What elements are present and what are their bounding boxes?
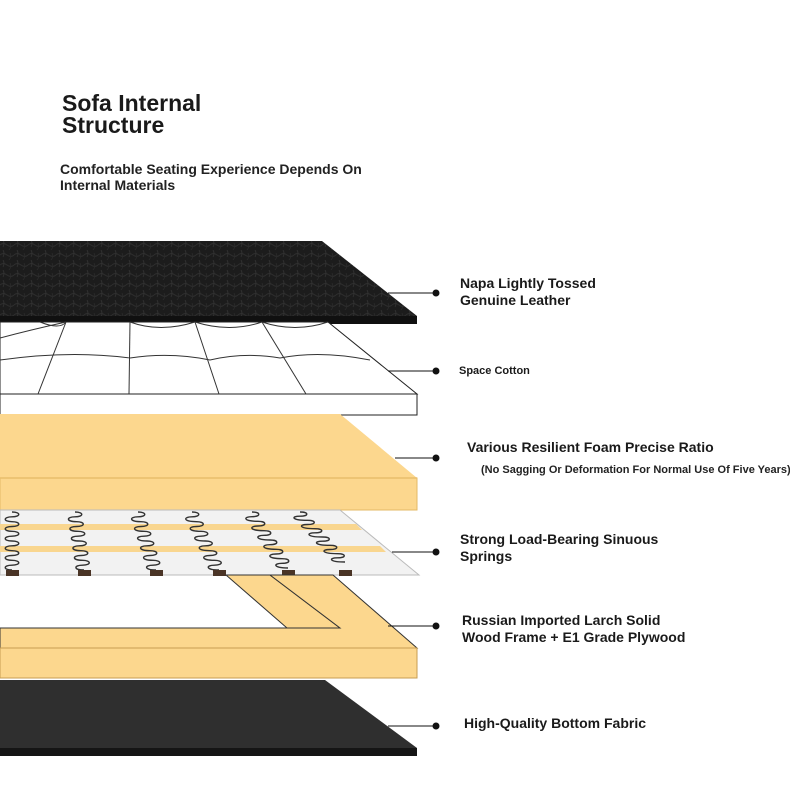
leader-lines	[388, 292, 436, 727]
label-springs-line-1: Strong Load-Bearing Sinuous	[460, 531, 659, 547]
spring-clip	[6, 570, 19, 576]
spring-wire	[293, 511, 346, 563]
spring-wire	[130, 511, 161, 571]
spring-wire	[4, 511, 20, 571]
spring-clip	[213, 570, 226, 576]
label-foam-note: (No Sagging Or Deformation For Normal Us…	[481, 464, 790, 476]
dot-frame	[432, 622, 440, 630]
dot-bottom	[432, 722, 440, 730]
label-cotton: Space Cotton	[459, 363, 530, 380]
spring-clip	[78, 570, 91, 576]
label-frame: Russian Imported Larch Solid Wood Frame …	[462, 612, 685, 646]
foam-layer	[0, 414, 418, 511]
leader-dots	[432, 289, 440, 730]
label-bottom: High-Quality Bottom Fabric	[464, 715, 646, 732]
label-springs-line-2: Springs	[460, 548, 513, 564]
spring-clip	[282, 570, 295, 576]
bottom-layer	[0, 680, 417, 756]
label-leather-line-1: Napa Lightly Tossed	[460, 275, 596, 291]
subtitle-line-2: Internal Materials	[60, 177, 176, 193]
dot-cotton	[432, 367, 440, 375]
spring-clip	[150, 570, 163, 576]
label-springs: Strong Load-Bearing Sinuous Springs	[460, 531, 658, 565]
label-leather: Napa Lightly Tossed Genuine Leather	[460, 275, 596, 309]
title-line-2: Structure	[62, 112, 165, 138]
label-bottom-line-1: High-Quality Bottom Fabric	[464, 715, 646, 731]
subtitle: Comfortable Seating Experience Depends O…	[60, 161, 362, 193]
title-line-1: Sofa Internal	[62, 90, 202, 116]
dot-leather	[432, 289, 440, 297]
leather-layer	[0, 241, 417, 324]
page-title: Sofa Internal Structure	[62, 90, 202, 138]
label-frame-line-1: Russian Imported Larch Solid	[462, 612, 661, 628]
spring-wire	[245, 511, 290, 569]
label-foam: Various Resilient Foam Precise Ratio	[467, 439, 714, 456]
spring-clip	[339, 570, 352, 576]
label-frame-line-2: Wood Frame + E1 Grade Plywood	[462, 629, 686, 645]
spring-wire	[185, 511, 222, 571]
label-leather-line-2: Genuine Leather	[460, 292, 571, 308]
springs-layer	[0, 509, 421, 576]
label-foam-line-1: Various Resilient Foam Precise Ratio	[467, 439, 714, 455]
frame-layer	[0, 574, 419, 679]
spring-wire	[67, 511, 90, 571]
label-cotton-line-1: Space Cotton	[459, 365, 530, 377]
dot-springs	[432, 548, 440, 556]
subtitle-line-1: Comfortable Seating Experience Depends O…	[60, 161, 362, 177]
cotton-layer	[0, 321, 419, 416]
dot-foam	[432, 454, 440, 462]
